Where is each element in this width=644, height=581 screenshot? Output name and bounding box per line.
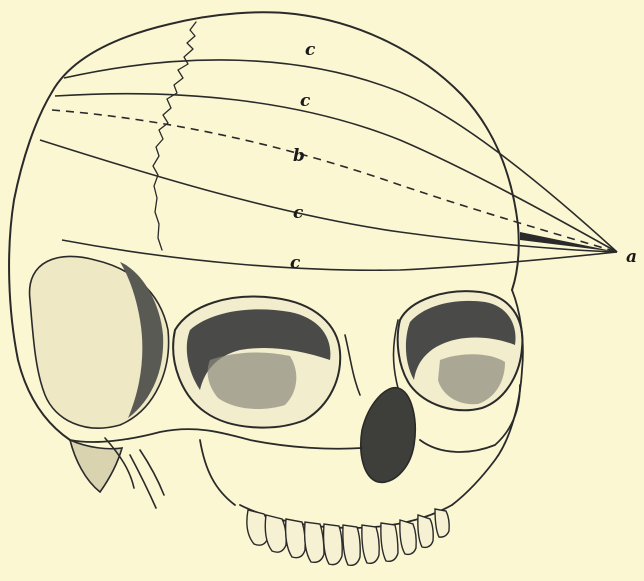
tooth xyxy=(305,522,324,562)
label-c-second: c xyxy=(300,91,311,111)
tooth xyxy=(286,519,306,558)
tooth xyxy=(400,520,416,554)
tooth xyxy=(343,525,360,565)
coronal-suture xyxy=(153,22,196,250)
styloid-process xyxy=(130,450,164,508)
tooth xyxy=(435,509,449,537)
cranium-outline xyxy=(52,12,519,290)
tooth xyxy=(362,525,379,563)
label-c-bottom: c xyxy=(290,253,301,273)
line-c-4 xyxy=(62,240,617,270)
line-b-dashed xyxy=(52,110,617,252)
label-c-top: c xyxy=(305,40,316,60)
tooth xyxy=(324,524,343,565)
teeth-row xyxy=(247,509,449,565)
tooth xyxy=(381,523,398,561)
nasal-bridge xyxy=(345,320,398,395)
tooth xyxy=(418,515,433,547)
mastoid-process xyxy=(70,440,122,492)
label-c-third: c xyxy=(293,203,304,223)
meridian-lines xyxy=(40,60,617,270)
zygomatic-outline xyxy=(70,429,362,449)
line-c-1 xyxy=(64,60,617,252)
label-a: a xyxy=(626,247,637,267)
nasal-aperture xyxy=(361,388,415,483)
line-c-2 xyxy=(55,94,617,252)
tooth xyxy=(265,515,286,552)
label-b: b xyxy=(293,146,305,166)
